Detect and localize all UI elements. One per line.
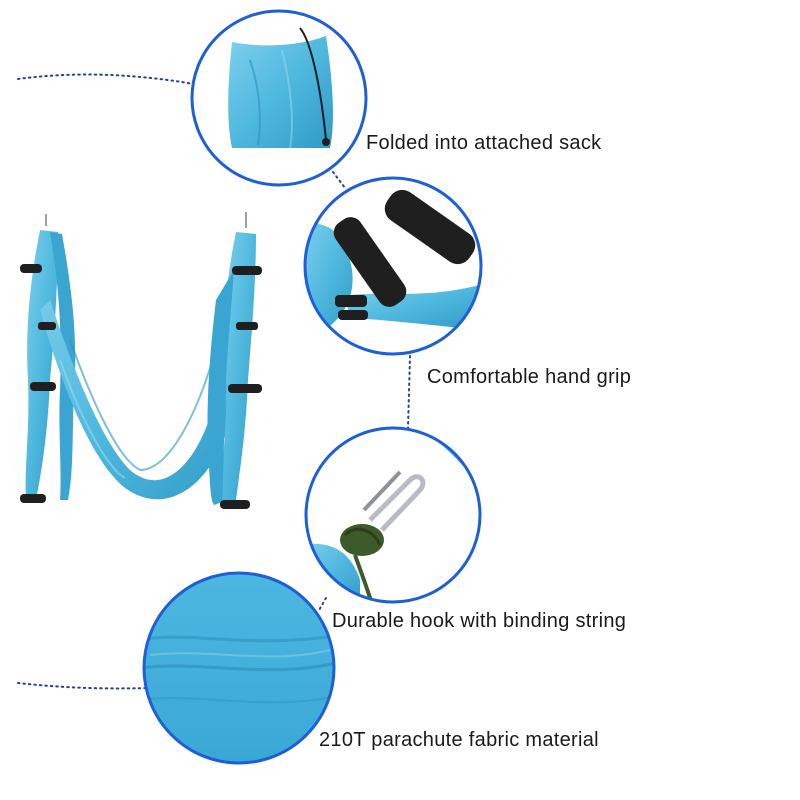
fabric-closeup-icon — [144, 633, 334, 704]
feature-label-grip: Comfortable hand grip — [427, 366, 632, 388]
connector-lines — [17, 73, 411, 690]
feature-circle-grip — [303, 176, 483, 356]
feature-circle-hook — [304, 426, 482, 604]
foam-handle-icon — [305, 189, 480, 340]
connector-line-sack — [17, 73, 195, 85]
drawstring-bag-icon — [228, 27, 333, 149]
feature-circle-sack — [190, 9, 368, 187]
feature-label-fabric: 210T parachute fabric material — [319, 729, 599, 751]
aerial-yoga-hammock-icon — [20, 212, 262, 509]
connector-line-fabric — [17, 682, 149, 690]
feature-label-hook: Durable hook with binding string — [332, 610, 627, 632]
connector-line-grip-hook — [407, 355, 411, 429]
connector-line-hook-fabric — [317, 597, 327, 613]
connector-line-sack-grip — [332, 171, 346, 189]
feature-circle-fabric — [142, 571, 336, 765]
feature-label-sack: Folded into attached sack — [366, 132, 602, 154]
